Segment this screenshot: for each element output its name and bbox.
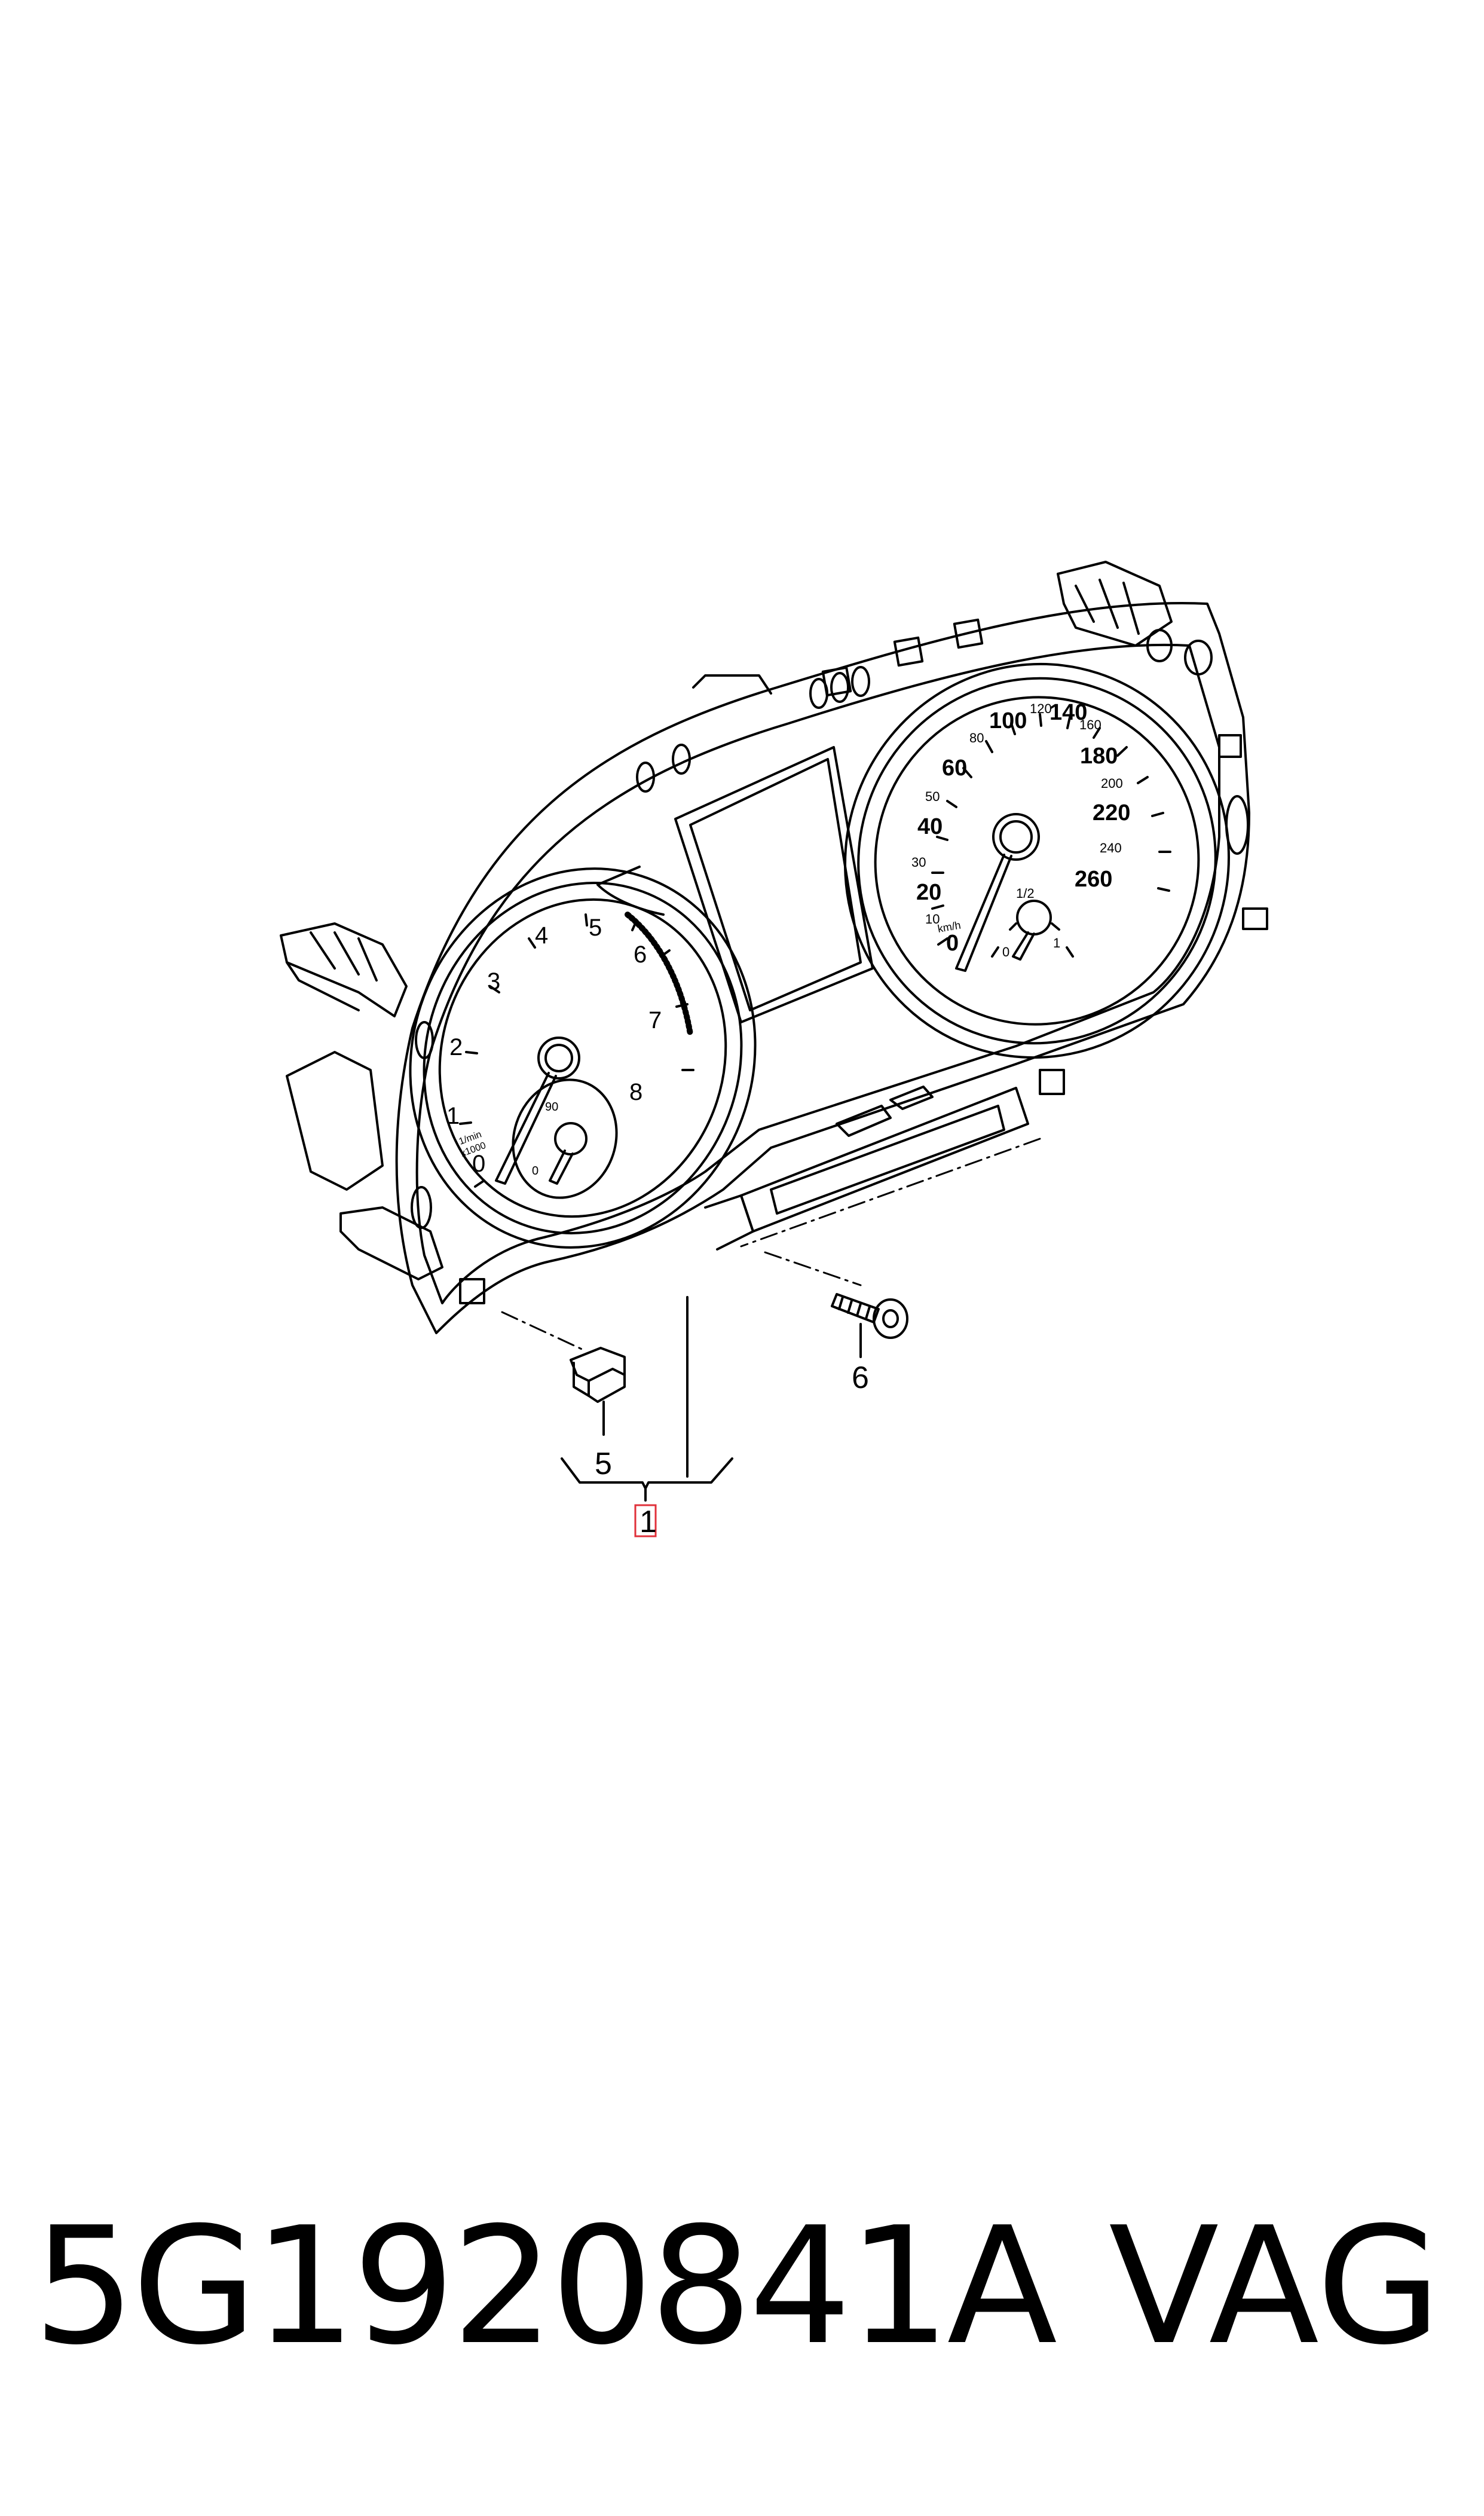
speed-label-140: 140 (1049, 700, 1087, 725)
temp-label-0: 0 (532, 1164, 538, 1178)
tach-label-4: 4 (535, 922, 548, 949)
fuel-label-1: 1 (1053, 936, 1060, 950)
cluster-housing (395, 602, 1250, 1334)
speedometer-needle (955, 854, 1012, 972)
speedometer-bezel-outer (844, 662, 1230, 1059)
speed-label-180: 180 (1080, 744, 1118, 769)
speed-label-240: 240 (1100, 840, 1122, 855)
speedometer-dial (874, 696, 1200, 1026)
part-number: 5G1920841A (33, 2192, 1057, 2380)
speed-label-10: 10 (925, 912, 940, 927)
speed-label-260: 260 (1075, 867, 1112, 892)
speed-label-200: 200 (1101, 776, 1123, 791)
speed-label-60: 60 (942, 756, 967, 781)
fuel-label-half: 1/2 (1016, 886, 1035, 901)
tachometer-needle (495, 1072, 557, 1185)
temp-subgauge (512, 1078, 618, 1199)
center-display-frame (674, 746, 874, 1023)
tach-label-7: 7 (648, 1007, 662, 1034)
speed-label-80: 80 (969, 730, 984, 745)
callout-6: 6 (852, 1361, 869, 1395)
callout-5: 5 (595, 1447, 612, 1481)
tachometer-bezel (423, 882, 743, 1234)
tachometer-bezel-outer (409, 867, 757, 1249)
brand-label: VAG (1109, 2192, 1442, 2380)
left-lower-bracket (339, 1206, 443, 1280)
tach-label-6: 6 (634, 941, 647, 968)
speed-label-30: 30 (911, 855, 926, 870)
speed-label-160: 160 (1079, 717, 1101, 732)
speedometer-hub (992, 813, 1040, 861)
center-display (689, 758, 862, 1011)
speed-label-220: 220 (1093, 800, 1130, 826)
speed-label-20: 20 (916, 880, 941, 905)
tach-label-3: 3 (487, 968, 500, 995)
callout-1-highlight (634, 1504, 657, 1537)
tach-label-5: 5 (589, 915, 602, 941)
left-bracket (280, 922, 408, 1017)
tach-label-8: 8 (629, 1079, 642, 1105)
fuel-label-0: 0 (1002, 944, 1009, 959)
speed-label-50: 50 (925, 789, 940, 804)
tach-label-0: 0 (472, 1151, 485, 1177)
callout-1: 1 (640, 1505, 657, 1539)
speed-label-40: 40 (917, 814, 943, 839)
speed-label-0: 0 (946, 931, 959, 956)
speedometer-bezel (857, 677, 1217, 1045)
tach-label-2: 2 (449, 1034, 463, 1060)
clip-part (570, 1347, 626, 1403)
fuel-gauge-hub (1016, 900, 1052, 936)
temp-label-90: 90 (545, 1100, 558, 1114)
tachometer-hub (537, 1037, 580, 1080)
speed-label-100: 100 (989, 708, 1027, 733)
screw-part (831, 1293, 908, 1339)
cluster-inner-rim (415, 643, 1220, 1304)
speed-label-120: 120 (1030, 701, 1052, 716)
tach-label-1: 1 (446, 1103, 460, 1129)
